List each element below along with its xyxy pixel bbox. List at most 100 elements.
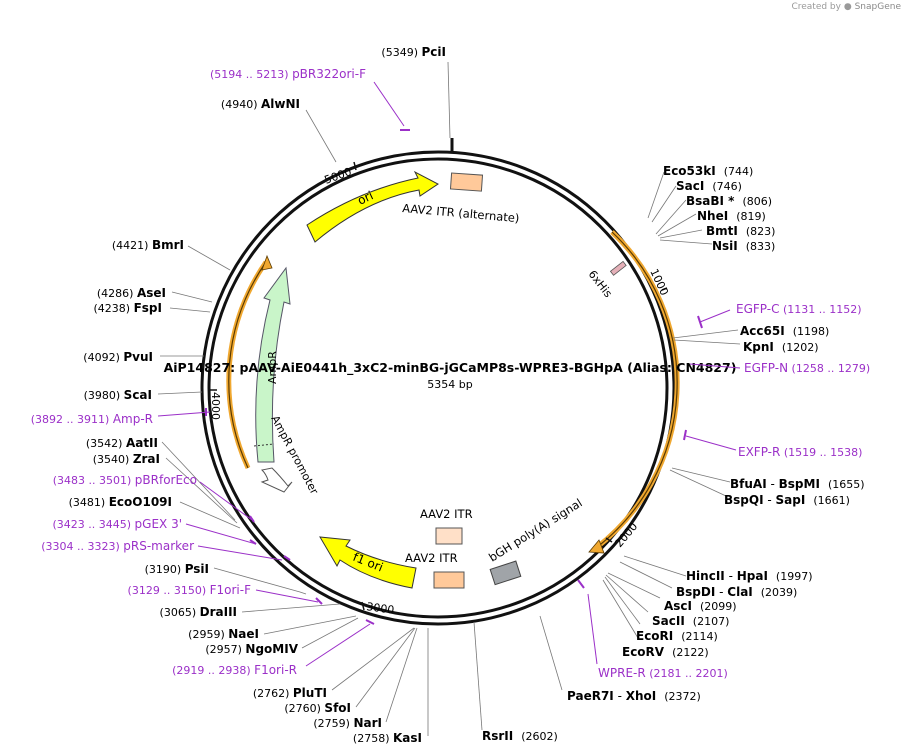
- primer-line-pbr322ori: [373, 81, 405, 127]
- enzyme-label-fspi: (4238) FspI: [94, 301, 162, 315]
- enzyme-name: PluTI: [293, 686, 327, 700]
- aav2-itr-inner-label: AAV2 ITR: [420, 507, 473, 521]
- enzyme-position: (2602): [521, 730, 558, 743]
- tick-3000: [361, 601, 365, 611]
- enzyme-name: ScaI: [124, 388, 152, 402]
- enzyme-label-hincii: HincII - HpaI(1997): [686, 569, 813, 583]
- primer-line-egfp-n: [689, 363, 741, 369]
- leader-aatii: [161, 441, 236, 521]
- map-size-label: 5354 bp: [427, 378, 472, 391]
- enzyme-name: BspDI: [676, 585, 715, 599]
- enzyme-separator: -: [767, 477, 779, 491]
- feature-aav2-itr-inner[interactable]: AAV2 ITR: [420, 507, 473, 545]
- primer-range: (3423 .. 3445): [52, 518, 134, 531]
- enzyme-position: (3980): [84, 389, 124, 402]
- enzyme-position: (744): [724, 165, 754, 178]
- primer-label-amp-r: (3892 .. 3911) Amp-R: [31, 412, 153, 426]
- feature-ori[interactable]: ori: [306, 170, 439, 243]
- leader-sacii: [605, 574, 649, 613]
- enzyme-position: (2114): [681, 630, 718, 643]
- leader-bmri: [187, 245, 231, 271]
- enzyme-position: (3190): [145, 563, 185, 576]
- enzyme-label-acc65i: Acc65I(1198): [740, 324, 829, 338]
- bgh-polya-box: [489, 560, 522, 586]
- enzyme-label-kasi: (2758) KasI: [353, 731, 422, 745]
- enzyme-label-paer7i: PaeR7I - XhoI(2372): [567, 689, 701, 703]
- primer-name: WPRE-R: [598, 666, 646, 680]
- enzyme-labels-left: (5349) PciI(4940) AlwNI(4421) BmrI(4286)…: [69, 45, 446, 745]
- leader-bfuai: [671, 467, 731, 483]
- tick-5000: [353, 161, 357, 171]
- leader-zrai: [165, 457, 238, 524]
- primer-name: F1ori-R: [254, 663, 297, 677]
- aav2-itr-label: AAV2 ITR: [405, 551, 458, 565]
- leader-pluti: [331, 627, 415, 691]
- ampr-dashed-segment: [253, 443, 275, 447]
- leader-eco53ki: [647, 171, 665, 219]
- leader-pcii: [447, 61, 451, 139]
- leader-alwni: [305, 109, 337, 163]
- enzyme-label-nari: (2759) NarI: [313, 716, 382, 730]
- enzyme-position: (1661): [813, 494, 850, 507]
- enzyme-name: FspI: [134, 301, 162, 315]
- aav2-itr-alternate-label: AAV2 ITR (alternate): [402, 201, 520, 225]
- feature-6xhis[interactable]: 6xHis: [586, 260, 627, 300]
- primer-label-exfp-r: EXFP-R (1519 .. 1538): [738, 445, 862, 459]
- primer-range: (2919 .. 2938): [172, 664, 254, 677]
- ampr-arrow: [255, 266, 291, 463]
- enzyme-label-eco53ki: Eco53kI(744): [663, 164, 753, 178]
- enzyme-position: (2959): [188, 628, 228, 641]
- enzyme-position: (2099): [700, 600, 737, 613]
- cds-arc-right-core: [595, 231, 678, 549]
- cds-arcs: [226, 230, 680, 554]
- primer-range: (2181 .. 2201): [646, 667, 728, 680]
- backbone: [200, 150, 676, 626]
- feature-aav2-itr[interactable]: AAV2 ITR: [405, 551, 465, 589]
- enzyme-name: SapI: [776, 493, 806, 507]
- primer-range: (3129 .. 3150): [128, 584, 210, 597]
- leader-nhei: [657, 213, 697, 237]
- leader-bspqi: [669, 469, 727, 497]
- aav2-itr-inner-box: [435, 527, 463, 545]
- enzyme-position: (3481): [69, 496, 109, 509]
- enzyme-position: (2039): [761, 586, 798, 599]
- primer-name: pRS-marker: [123, 539, 194, 553]
- enzyme-name: HpaI: [737, 569, 768, 583]
- enzyme-label-bspqi: BspQI - SapI(1661): [724, 493, 850, 507]
- enzyme-label-nhei: NheI(819): [697, 209, 766, 223]
- primer-line-pbrforeco: [199, 481, 253, 521]
- enzyme-position: (2758): [353, 732, 393, 745]
- primer-label-f1ori-f: (3129 .. 3150) F1ori-F: [128, 583, 252, 597]
- primer-range: (5194 .. 5213): [210, 68, 292, 81]
- enzyme-position: (819): [736, 210, 766, 223]
- feature-bgh-polya[interactable]: bGH poly(A) signal: [486, 496, 585, 586]
- ampr-promoter-arrow: [260, 467, 293, 493]
- enzyme-position: (2122): [672, 646, 709, 659]
- ampr-label: AmpR: [266, 351, 279, 384]
- enzyme-label-kpni: KpnI(1202): [743, 340, 818, 354]
- enzyme-name: NsiI: [712, 239, 738, 253]
- enzyme-position: (1997): [776, 570, 813, 583]
- tick-1000: [661, 287, 668, 291]
- enzyme-position: (4238): [94, 302, 134, 315]
- feature-f1-ori[interactable]: f1 ori: [319, 536, 417, 589]
- enzyme-label-asci: AscI(2099): [664, 599, 737, 613]
- primer-mark-pgex3: [249, 539, 257, 545]
- primer-range: (3483 .. 3501): [53, 474, 135, 487]
- primer-mark-pbrforeco: [249, 515, 255, 523]
- snapgene-logo-icon: ●: [843, 2, 852, 12]
- enzyme-name: SacII: [652, 614, 685, 628]
- tick-label-2000: 2000: [612, 520, 640, 550]
- enzyme-label-ecori: EcoRI(2114): [636, 629, 718, 643]
- enzyme-name: PaeR7I: [567, 689, 614, 703]
- feature-ampr[interactable]: AmpR: [253, 266, 291, 463]
- primer-name: Amp-R: [113, 412, 153, 426]
- leader-bsabi: [655, 199, 687, 235]
- enzyme-labels-right: Eco53kI(744)SacI(746)BsaBI *(806)NheI(81…: [482, 164, 865, 743]
- primer-label-prs-marker: (3304 .. 3323) pRS-marker: [41, 539, 194, 553]
- enzyme-name: AseI: [137, 286, 166, 300]
- leader-paer7i: [539, 615, 563, 691]
- enzyme-name: BfuAI: [730, 477, 767, 491]
- bgh-polya-label: bGH poly(A) signal: [486, 496, 584, 565]
